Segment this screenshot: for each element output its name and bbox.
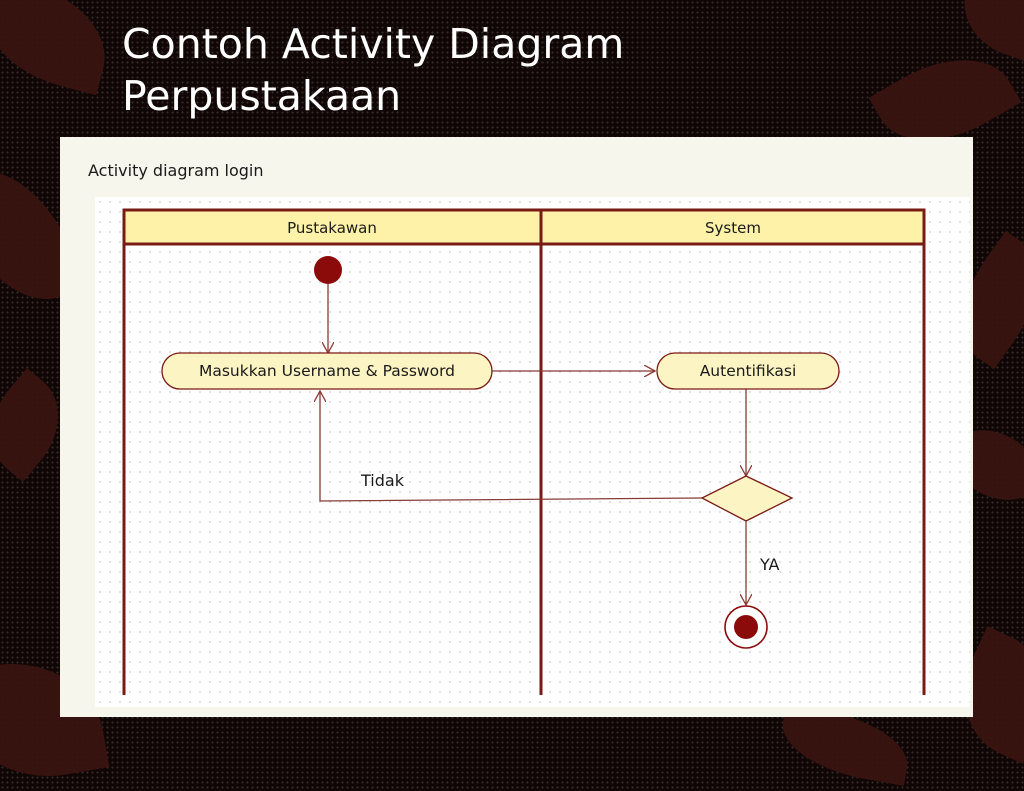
action-auth-label: Autentifikasi <box>700 362 797 380</box>
action-input-label: Masukkan Username & Password <box>199 362 455 380</box>
lane-label-pustakawan: Pustakawan <box>287 219 377 237</box>
leaf-decoration <box>950 0 1024 62</box>
diagram-caption: Activity diagram login <box>88 161 264 180</box>
activity-diagram: Pustakawan System Masukkan Username & Pa… <box>122 208 926 695</box>
leaf-decoration <box>0 0 120 96</box>
lane-label-system: System <box>705 219 761 237</box>
initial-node <box>314 256 342 284</box>
decision-node <box>700 475 794 522</box>
slide-title-line-1: Contoh Activity Diagram <box>122 20 625 68</box>
lane-header-system <box>539 208 926 246</box>
diagram-panel: Activity diagram login Pustakawan System <box>60 137 973 717</box>
guard-label-yes: YA <box>759 555 780 574</box>
diagram-canvas: Pustakawan System Masukkan Username & Pa… <box>95 197 970 707</box>
slide-title: Contoh Activity Diagram Perpustakaan <box>122 18 922 122</box>
lane-header-pustakawan <box>122 208 543 246</box>
action-input-credentials <box>161 352 493 390</box>
action-authentication <box>656 352 840 390</box>
flow-decision-no <box>320 391 703 502</box>
slide-title-line-2: Perpustakaan <box>122 72 402 120</box>
final-node <box>734 615 758 639</box>
guard-label-no: Tidak <box>360 471 405 490</box>
